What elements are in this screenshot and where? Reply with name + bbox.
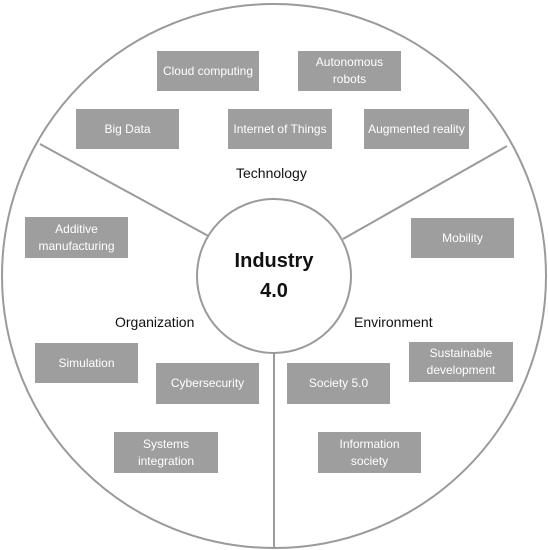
sector-label-technology: Technology [236, 165, 307, 181]
item-information-society: Information society [318, 432, 421, 473]
sector-label-organization: Organization [115, 314, 195, 330]
item-autonomous-robots: Autonomous robots [298, 51, 401, 91]
item-internet-of-things: Internet of Things [228, 109, 332, 149]
divider-right [342, 145, 508, 240]
item-simulation: Simulation [35, 343, 138, 383]
item-additive-manufacturing: Additive manufacturing [25, 217, 128, 258]
item-cloud-computing: Cloud computing [157, 51, 259, 91]
divider-left [39, 143, 213, 239]
item-society-5: Society 5.0 [287, 363, 390, 404]
item-systems-integration: Systems integration [114, 432, 218, 473]
item-sustainable-development: Sustainable development [409, 342, 513, 382]
item-big-data: Big Data [76, 109, 179, 149]
item-cybersecurity: Cybersecurity [156, 363, 259, 404]
item-augmented-reality: Augmented reality [364, 109, 469, 149]
center-title: Industry 4.0 [234, 250, 314, 302]
item-mobility: Mobility [411, 218, 514, 258]
sector-label-environment: Environment [354, 314, 433, 330]
center-circle [196, 198, 352, 354]
